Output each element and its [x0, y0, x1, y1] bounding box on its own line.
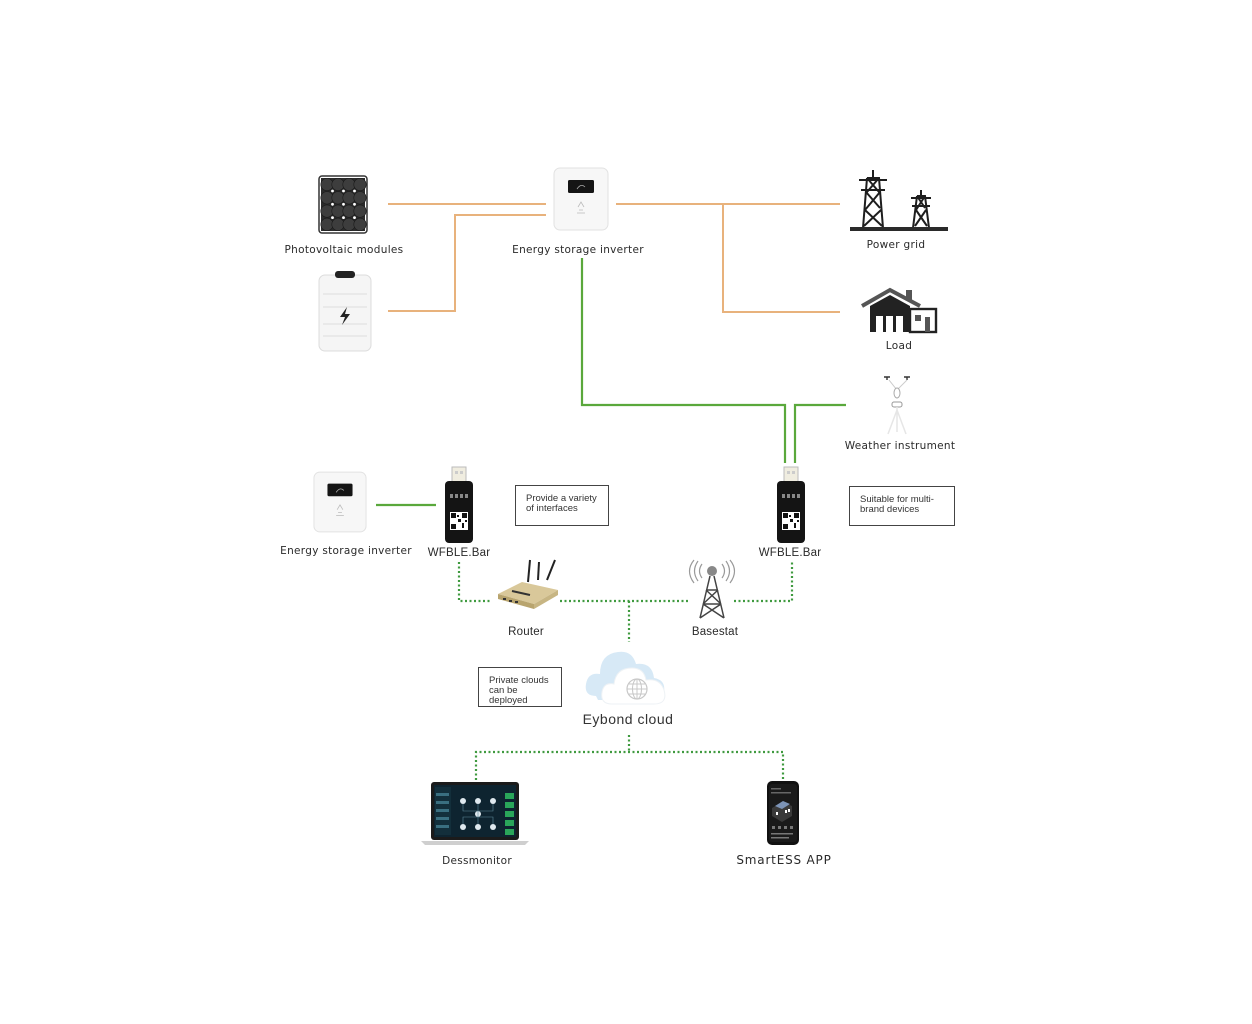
- smartphone-icon: [767, 781, 799, 845]
- solar-cell: [342, 178, 356, 191]
- inverter-main-label: Energy storage inverter: [512, 244, 644, 256]
- inverter-2-label: Energy storage inverter: [280, 545, 412, 557]
- router-label: Router: [508, 626, 544, 638]
- note-private-cloud: Private clouds can be deployed: [478, 667, 562, 707]
- solar-cell: [353, 217, 367, 231]
- pv-label: Photovoltaic modules: [284, 244, 404, 256]
- solar-cell-gap: [331, 189, 334, 193]
- solar-cell: [342, 217, 356, 231]
- app-label: SmartESS APP: [736, 853, 832, 867]
- dongle-left-to-router-line: [457, 562, 490, 603]
- cell-tower-icon: [688, 559, 736, 619]
- usb-dongle-icon: [445, 466, 473, 543]
- solar-cell-gap: [342, 202, 345, 206]
- house-icon: [861, 287, 938, 334]
- solar-cell: [331, 191, 345, 205]
- solar-cell-gap: [342, 189, 345, 193]
- battery-icon: [318, 271, 372, 352]
- solar-cell-gap: [353, 202, 356, 206]
- solar-panel-icon: [318, 175, 368, 234]
- power-tower-icon: [850, 170, 948, 231]
- solar-cell: [320, 217, 334, 231]
- basestat-to-dongle-right-line: [734, 562, 794, 603]
- solar-cell: [342, 204, 356, 218]
- dessmonitor-label: Dessmonitor: [442, 855, 512, 867]
- basestat-label: Basestat: [691, 626, 739, 638]
- laptop-icon: [421, 782, 529, 845]
- solar-cell: [320, 204, 334, 218]
- load-label: Load: [885, 340, 913, 352]
- solar-cell-gap: [331, 216, 334, 219]
- solar-cell: [320, 178, 334, 191]
- weather-station-icon: [884, 376, 910, 435]
- solar-cell-gap: [342, 216, 345, 219]
- usb-dongle-icon: [777, 466, 805, 543]
- inverter-icon: [313, 471, 367, 533]
- dongle-right-label: WFBLE.Bar: [758, 547, 822, 559]
- note-interfaces: Provide a variety of interfaces: [515, 485, 609, 526]
- solar-cell-gap: [353, 216, 356, 219]
- grid-label: Power grid: [866, 239, 926, 251]
- cloud-label: Eybond cloud: [582, 711, 674, 727]
- solar-cell: [331, 204, 345, 218]
- solar-cell: [342, 191, 356, 205]
- weather-label: Weather instrument: [844, 440, 956, 452]
- router-icon: [498, 559, 558, 609]
- inverter-icon: [553, 167, 609, 231]
- solar-cell: [331, 217, 345, 231]
- weather-to-dongle-line: [793, 403, 846, 463]
- solar-cell: [331, 178, 345, 191]
- solar-cell-gap: [353, 189, 356, 193]
- solar-cell-gap: [331, 202, 334, 206]
- note-multibrand: Suitable for multi- brand devices: [849, 486, 955, 526]
- solar-cell: [353, 178, 367, 191]
- inverter-to-dongle-line: [580, 258, 787, 463]
- solar-cell: [353, 191, 367, 205]
- dongle-left-label: WFBLE.Bar: [427, 547, 491, 559]
- solar-cell: [320, 191, 334, 205]
- inverter-to-load-line: [722, 204, 840, 313]
- battery-to-inverter-line: [388, 214, 546, 312]
- cloud-icon: [585, 651, 666, 705]
- cloud-to-clients-line: [474, 735, 785, 780]
- solar-cell: [353, 204, 367, 218]
